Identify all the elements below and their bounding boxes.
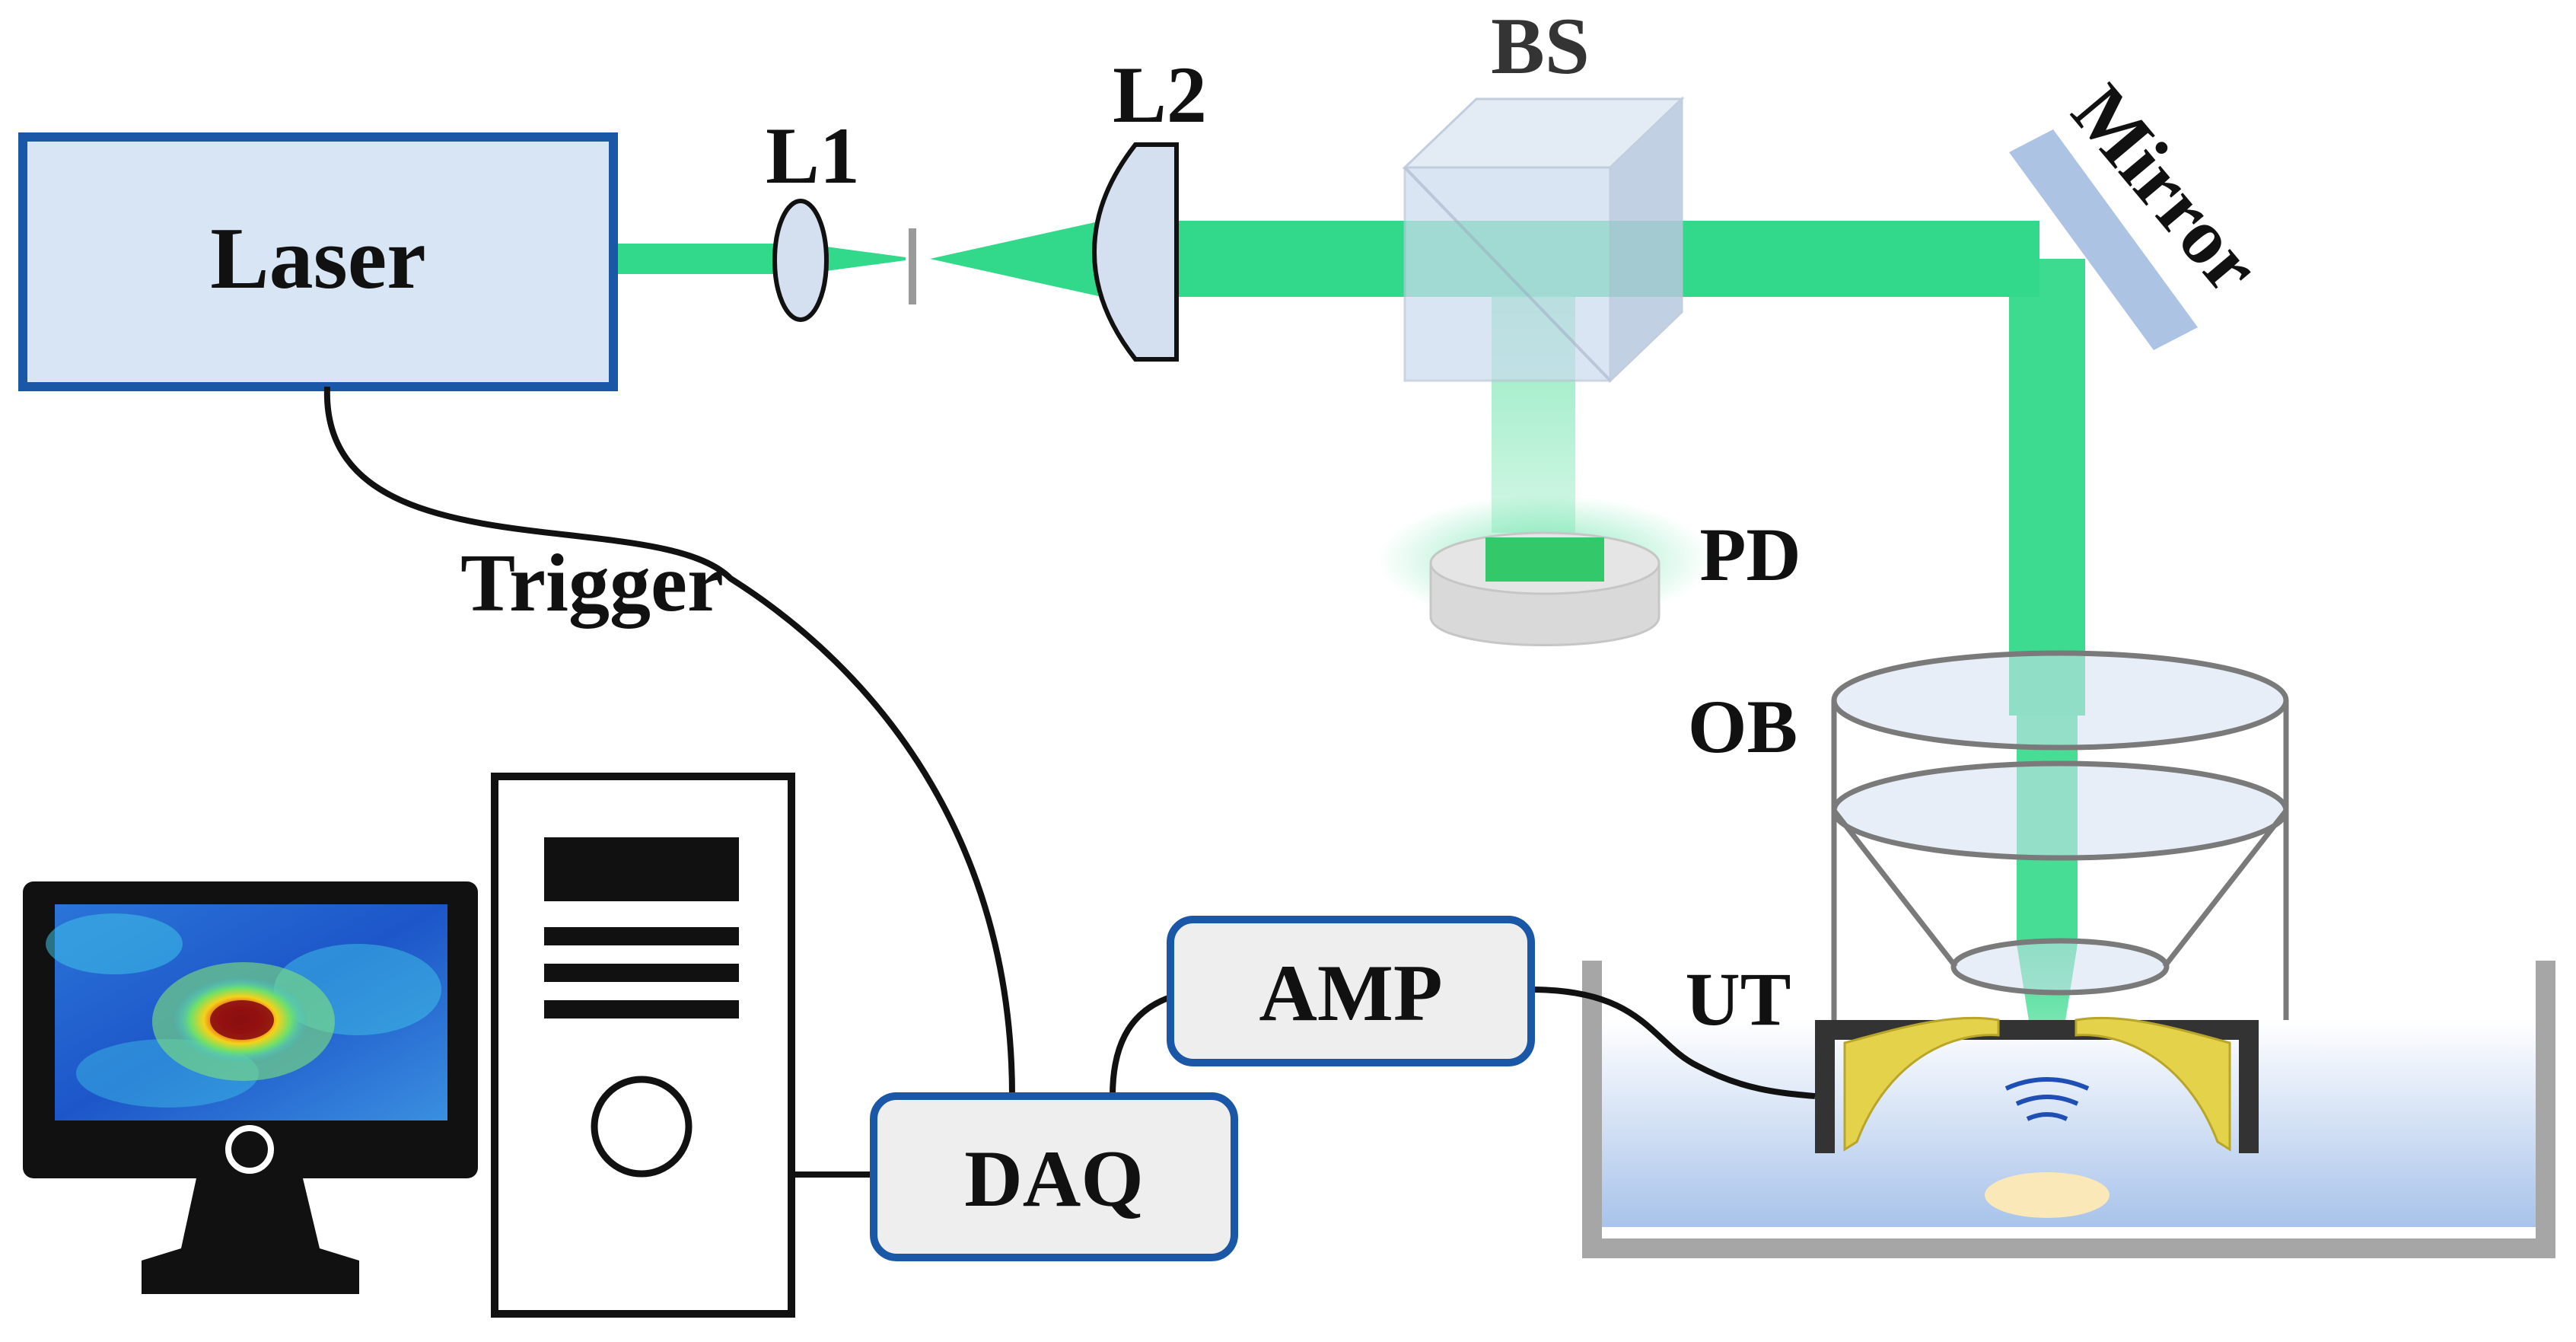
tower-slot-1 [544, 927, 739, 945]
wave-2 [2015, 1095, 2079, 1106]
lens-l1-label: L1 [766, 111, 860, 200]
laser-unit: Laser [18, 132, 618, 391]
tank-wall [1582, 961, 2555, 1258]
ob-label: OB [1688, 684, 1797, 769]
ut-housing [1815, 1020, 2259, 1153]
bs-label: BS [1491, 2, 1590, 91]
amplifier: AMP [1167, 916, 1535, 1066]
image-core [210, 1000, 274, 1040]
lens-l2-shape [1092, 142, 1179, 362]
lens-l2-label: L2 [1113, 50, 1207, 139]
beam-expanding [930, 221, 1102, 297]
tower-slot-3 [544, 1000, 739, 1018]
pinhole [909, 228, 916, 304]
ut-right-element [2074, 1016, 2231, 1152]
bs-diagonal [1403, 166, 1612, 382]
mirror-plate [2009, 129, 2198, 350]
ob-mid-ring [1831, 760, 2289, 861]
data-acquisition: DAQ [870, 1092, 1238, 1261]
amp-label: AMP [1259, 948, 1442, 1038]
beam-l1-focus [804, 244, 906, 274]
beam-mirror-down [2009, 259, 2085, 716]
ob-top-ring [1831, 650, 2289, 751]
trigger-cable [323, 386, 1015, 1097]
lens-l1-shape [772, 199, 829, 322]
laser-box [18, 132, 618, 391]
tower-slot-2 [544, 964, 739, 982]
photodiode: PD [1377, 495, 1801, 646]
ultrasound-transducer: UT [1686, 957, 2259, 1153]
amp-box [1167, 916, 1535, 1066]
beam-laser-to-l1 [613, 244, 804, 274]
image-cyan-haze-1 [46, 913, 183, 974]
monitor-stand [142, 1178, 359, 1294]
pd-label: PD [1699, 512, 1801, 597]
ob-right-cone [2162, 808, 2288, 969]
pd-sensor [1485, 537, 1604, 582]
laser-label: Laser [210, 210, 426, 308]
lens-l1: L1 [766, 111, 860, 322]
daq-label: DAQ [964, 1134, 1144, 1223]
ob-bottom-ring [1950, 938, 2170, 996]
cables [323, 386, 1816, 1178]
ut-label: UT [1686, 957, 1791, 1041]
daq-to-amp-cable [1110, 994, 1172, 1097]
sample [1985, 1172, 2110, 1218]
lens-l2: L2 [1092, 50, 1207, 362]
computer-monitor [23, 881, 478, 1294]
photoacoustic-image [46, 913, 441, 1108]
wave-1 [2026, 1112, 2068, 1121]
ut-left-element [1843, 1016, 2000, 1152]
trigger-label: Trigger [460, 538, 724, 629]
objective-lens [1831, 650, 2289, 1020]
acoustic-waves [2004, 1077, 2090, 1121]
wave-3 [2004, 1077, 2090, 1091]
beam-splitter: BS [1402, 2, 1685, 384]
power-button-icon [591, 1076, 693, 1178]
daq-box [870, 1092, 1238, 1261]
computer-tower [491, 773, 795, 1318]
ob-left-cone [1832, 808, 1958, 969]
tower-drive-bay [544, 837, 739, 901]
amp-to-ut-cable [1530, 987, 1816, 1099]
monitor-logo-icon [225, 1125, 274, 1174]
